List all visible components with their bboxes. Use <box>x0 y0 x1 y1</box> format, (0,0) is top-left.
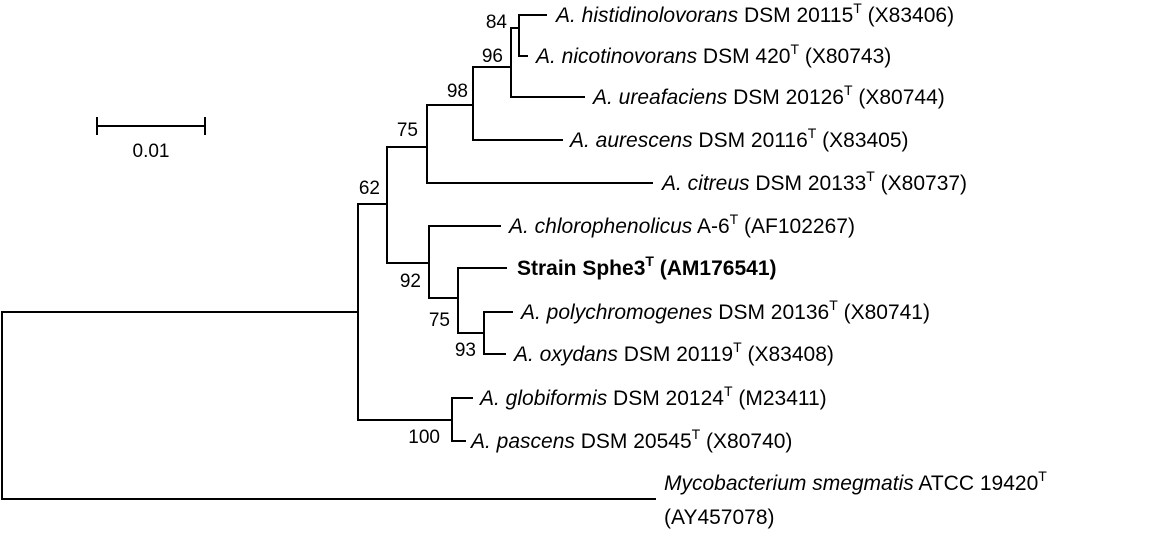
taxon-label: A. pascens DSM 20545T (X80740) <box>469 426 792 453</box>
scale-bar: 0.01 <box>96 117 206 162</box>
bootstrap-value: 75 <box>429 310 450 331</box>
taxon-label-highlighted: Strain Sphe3T (AM176541) <box>517 253 777 280</box>
bootstrap-value: 75 <box>397 120 418 141</box>
bootstrap-value: 100 <box>408 427 440 448</box>
taxon-label: A. chlorophenolicus A-6T (AF102267) <box>507 211 855 238</box>
taxon-label: A. citreus DSM 20133T (X80737) <box>660 168 967 195</box>
taxon-label: A. aurescens DSM 20116T (X83405) <box>568 125 909 152</box>
bootstrap-values: 84 96 98 75 62 92 75 93 100 <box>359 12 508 448</box>
taxon-label: A. globiformis DSM 20124T (M23411) <box>478 383 827 410</box>
taxon-label: A. ureafaciens DSM 20126T (X80744) <box>591 82 945 109</box>
taxon-label-accession: (AY457078) <box>664 506 775 529</box>
bootstrap-value: 92 <box>400 271 421 292</box>
taxon-label: A. nicotinovorans DSM 420T (X80743) <box>534 41 891 68</box>
bootstrap-value: 98 <box>447 81 468 102</box>
taxon-label: A. polychromogenes DSM 20136T (X80741) <box>519 297 930 324</box>
taxon-labels: A. histidinolovorans DSM 20115T (X83406)… <box>469 0 1047 529</box>
taxon-label: Mycobacterium smegmatis ATCC 19420T <box>664 468 1047 495</box>
tree-branches <box>1 14 656 500</box>
bootstrap-value: 93 <box>455 340 476 361</box>
bootstrap-value: 62 <box>359 178 380 199</box>
bootstrap-value: 84 <box>486 12 508 33</box>
taxon-label: A. oxydans DSM 20119T (X83408) <box>512 339 834 366</box>
bootstrap-value: 96 <box>482 46 503 67</box>
scale-bar-label: 0.01 <box>133 141 170 162</box>
taxon-label: A. histidinolovorans DSM 20115T (X83406) <box>554 0 954 27</box>
